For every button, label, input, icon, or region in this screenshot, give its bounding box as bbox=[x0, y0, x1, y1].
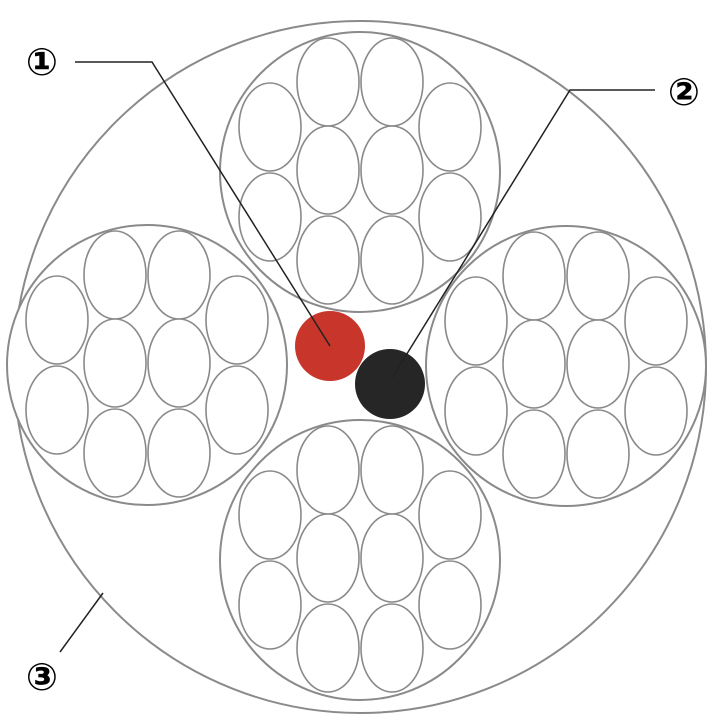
callout-label-2: ② bbox=[668, 70, 700, 114]
wire-strand bbox=[25, 275, 89, 365]
bundle-sheath bbox=[219, 419, 501, 701]
leader-line-2 bbox=[391, 89, 655, 379]
wire-strand bbox=[238, 172, 302, 262]
wire-strand bbox=[147, 230, 211, 320]
wire-strand bbox=[238, 82, 302, 172]
wire-strand bbox=[296, 37, 360, 127]
leader-line-1 bbox=[75, 61, 331, 347]
callout-label-3: ③ bbox=[26, 655, 58, 699]
wire-strand bbox=[205, 365, 269, 455]
strand-bundle-top bbox=[219, 31, 501, 313]
wire-strand bbox=[205, 275, 269, 365]
wire-strand bbox=[296, 215, 360, 305]
callout-label-1: ① bbox=[26, 40, 58, 84]
leader-line-3 bbox=[59, 592, 104, 653]
strand-bundle-right bbox=[425, 225, 707, 507]
wire-strand bbox=[418, 560, 482, 650]
wire-strand bbox=[25, 365, 89, 455]
strand-bundle-left bbox=[6, 224, 288, 506]
wire-strand bbox=[83, 230, 147, 320]
wire-strand bbox=[502, 231, 566, 321]
bundle-sheath bbox=[6, 224, 288, 506]
wire-strand bbox=[296, 513, 360, 603]
strand-bundle-bottom bbox=[219, 419, 501, 701]
wire-strand bbox=[418, 470, 482, 560]
wire-strand bbox=[360, 425, 424, 515]
wire-strand bbox=[360, 215, 424, 305]
wire-strand bbox=[83, 408, 147, 498]
wire-strand bbox=[418, 82, 482, 172]
wire-strand bbox=[418, 172, 482, 262]
wire-strand bbox=[147, 408, 211, 498]
wire-strand bbox=[83, 318, 147, 408]
wire-strand bbox=[360, 513, 424, 603]
wire-strand bbox=[566, 231, 630, 321]
wire-strand bbox=[296, 603, 360, 693]
wire-strand bbox=[624, 276, 688, 366]
wire-strand bbox=[360, 603, 424, 693]
wire-strand bbox=[147, 318, 211, 408]
wire-strand bbox=[238, 560, 302, 650]
wire-strand bbox=[360, 125, 424, 215]
wire-strand bbox=[360, 37, 424, 127]
black-core bbox=[355, 349, 425, 419]
wire-strand bbox=[624, 366, 688, 456]
wire-strand bbox=[502, 319, 566, 409]
wire-strand bbox=[444, 276, 508, 366]
wire-strand bbox=[296, 425, 360, 515]
wire-strand bbox=[444, 366, 508, 456]
wire-strand bbox=[566, 319, 630, 409]
wire-strand bbox=[566, 409, 630, 499]
wire-strand bbox=[502, 409, 566, 499]
wire-strand bbox=[296, 125, 360, 215]
bundle-sheath bbox=[425, 225, 707, 507]
wire-strand bbox=[238, 470, 302, 560]
